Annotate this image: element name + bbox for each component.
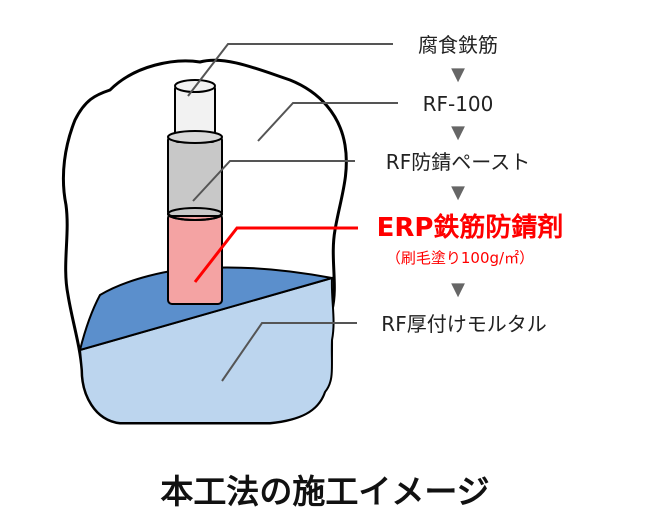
rebar-collar [167, 130, 223, 144]
flow-arrow-1: ▼ [451, 64, 465, 85]
label-rf-paste: RF防錆ペースト [386, 150, 530, 174]
flow-arrow-2: ▼ [451, 122, 465, 143]
label-rf100: RF-100 [423, 92, 494, 116]
leader-rf100 [257, 102, 398, 142]
leader-erp [193, 226, 358, 283]
mortar-region [78, 276, 335, 424]
leader-rebar [187, 43, 393, 97]
label-corroded-rebar: 腐食鉄筋 [418, 33, 498, 57]
flow-arrow-3: ▼ [451, 182, 465, 203]
label-mortar: RF厚付けモルタル [381, 312, 546, 336]
leader-paste [192, 160, 355, 202]
diagram-title: 本工法の施工イメージ [160, 472, 489, 511]
label-erp-inhibitor: ERP鉄筋防錆剤 [377, 212, 564, 243]
label-erp-application-note: （刷毛塗り100g/㎡） [386, 249, 534, 267]
rf100-segment-bottom [167, 207, 223, 221]
leader-mortar [221, 322, 357, 382]
rf100-coated-segment [167, 135, 223, 217]
flow-arrow-4: ▼ [451, 279, 465, 300]
